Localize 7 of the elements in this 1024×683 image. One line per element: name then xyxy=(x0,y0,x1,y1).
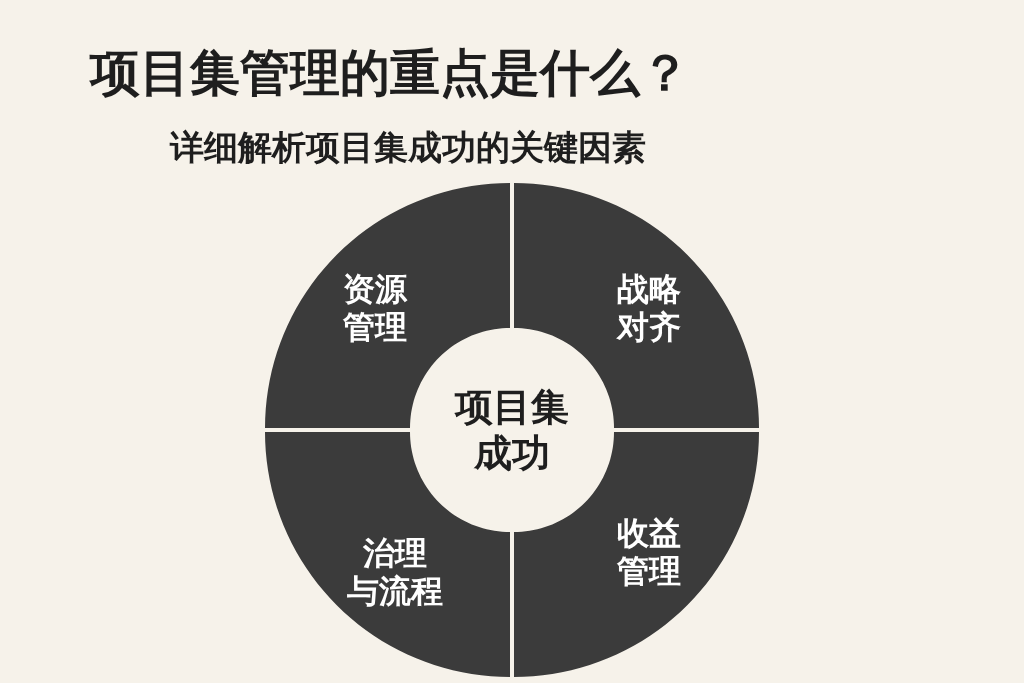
segment-label: 资源管理 xyxy=(343,270,407,346)
segment-label: 治理与流程 xyxy=(347,534,443,610)
center-label: 项目集成功 xyxy=(455,384,569,476)
segment-label: 收益管理 xyxy=(617,514,681,590)
subtitle: 详细解析项目集成功的关键因素 xyxy=(170,126,646,169)
title: 项目集管理的重点是什么？ xyxy=(90,43,690,104)
segment-label: 战略对齐 xyxy=(617,270,681,346)
